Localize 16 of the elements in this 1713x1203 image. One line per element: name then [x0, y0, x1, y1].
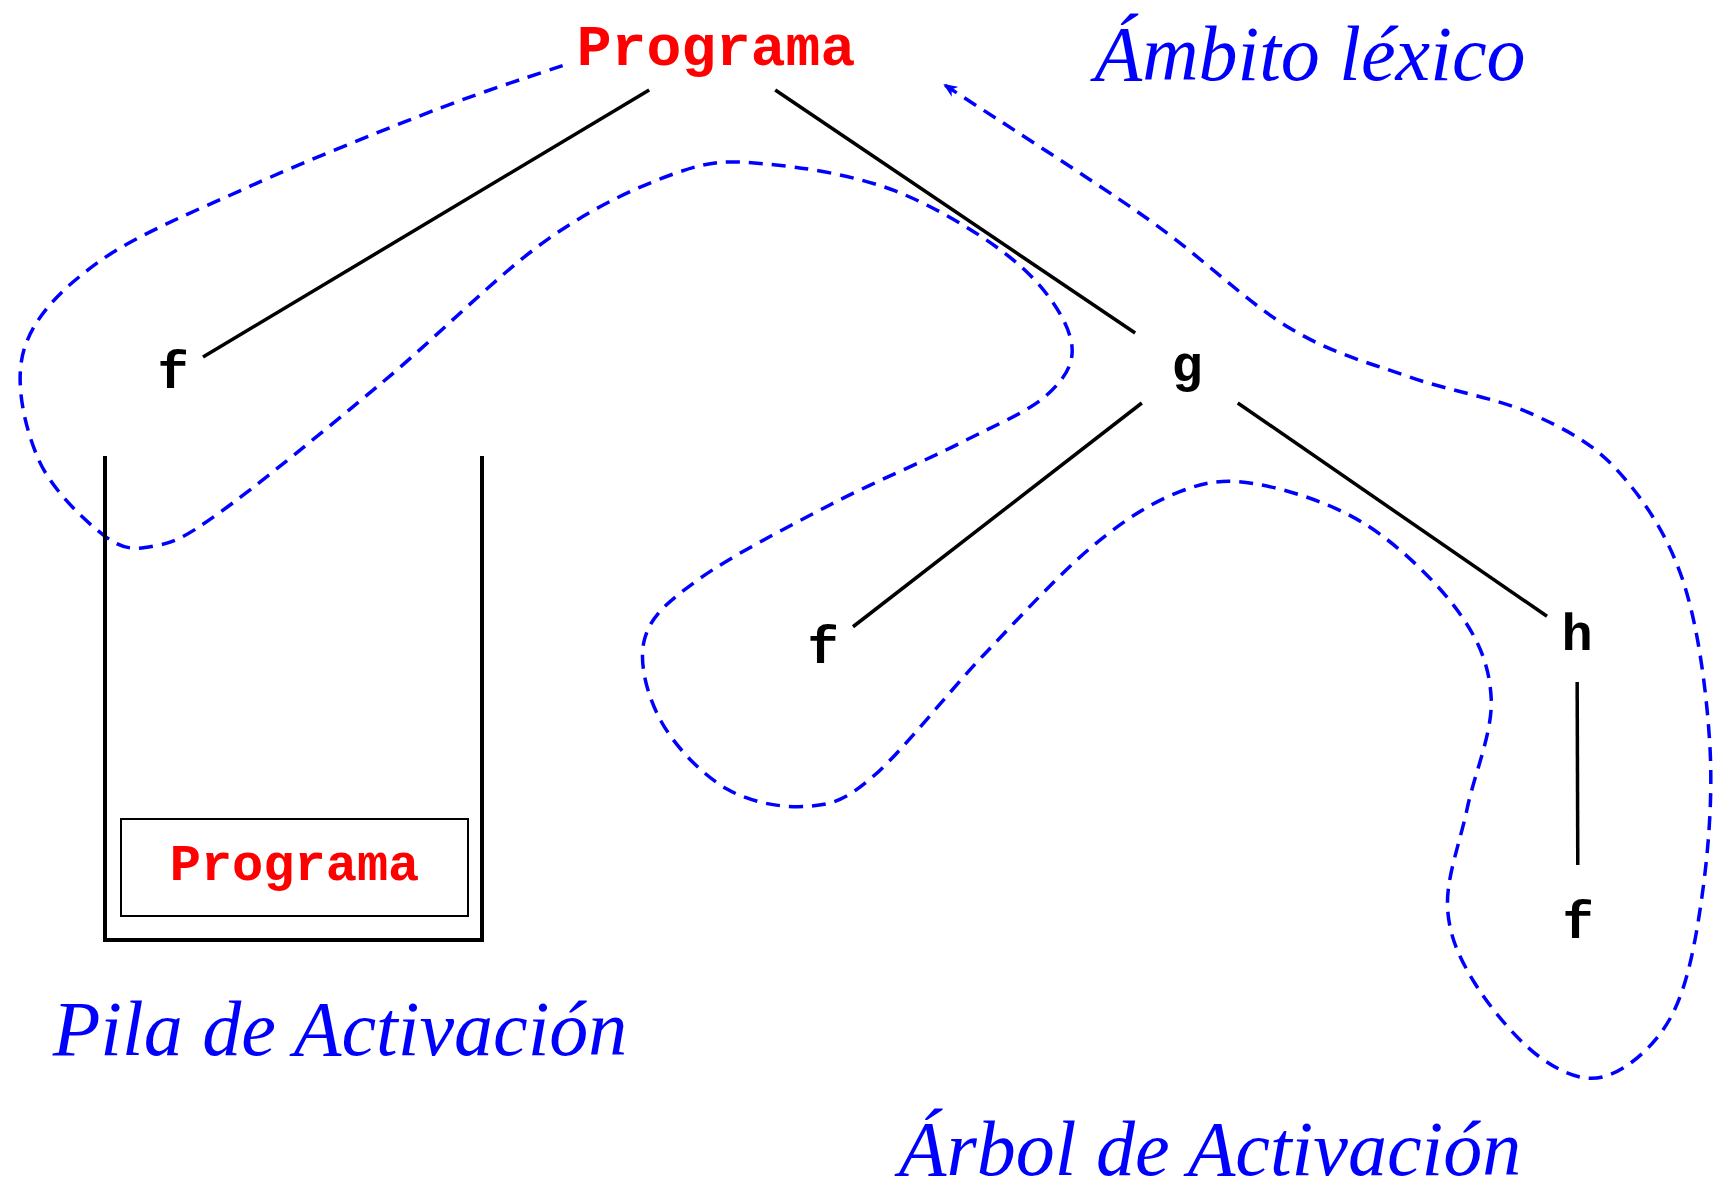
stack-frame: Programa: [120, 817, 469, 917]
stack-container: [102, 456, 484, 942]
tree-node-label: g: [1132, 333, 1242, 403]
title-label: Pila de Activación: [51, 990, 629, 1068]
tree-node-label: f: [143, 325, 203, 425]
tree-node-label: h: [1547, 592, 1607, 682]
title-label: Árbol de Activación: [850, 1110, 1570, 1188]
tree-edge: [851, 401, 1143, 629]
tree-node-label: f: [793, 605, 853, 695]
tree-edge: [202, 88, 651, 359]
tree-edge: [1575, 682, 1580, 865]
title-label: Ámbito léxico: [1060, 15, 1560, 93]
tree-edge: [774, 88, 1137, 335]
tree-node-label: Programa: [556, 10, 876, 90]
tree-edge: [1236, 401, 1548, 618]
tree-node-label: f: [1548, 865, 1608, 985]
